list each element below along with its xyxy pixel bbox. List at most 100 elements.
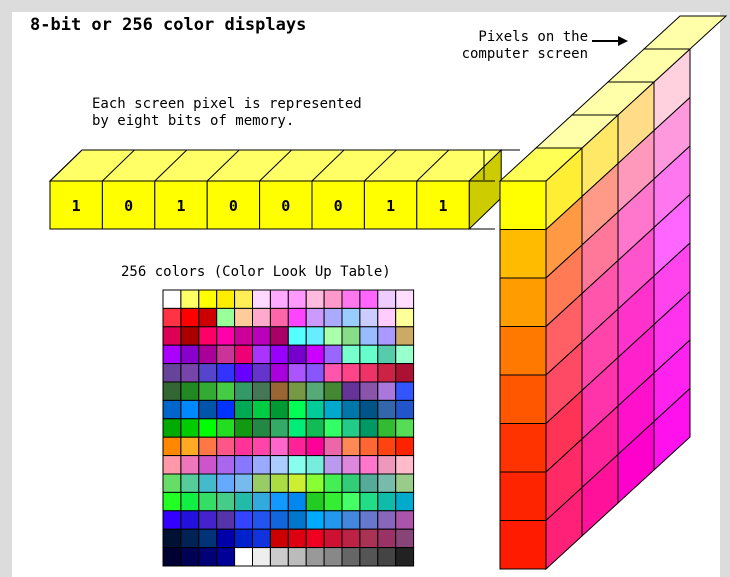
clut-cell: [253, 492, 271, 510]
clut-cell: [306, 474, 324, 492]
clut-cell: [342, 290, 360, 308]
clut-cell: [288, 511, 306, 529]
clut-cell: [288, 290, 306, 308]
clut-cell: [288, 400, 306, 418]
bit-value: 0: [229, 197, 238, 215]
clut-cell: [342, 492, 360, 510]
clut-cell: [199, 529, 217, 547]
clut-cell: [396, 290, 414, 308]
clut-cell: [378, 548, 396, 566]
clut-cell: [306, 345, 324, 363]
clut-cell: [253, 290, 271, 308]
clut-cell: [163, 437, 181, 455]
clut-cell: [199, 308, 217, 326]
screen-front-pixel: [500, 472, 546, 521]
clut-cell: [396, 437, 414, 455]
clut-cell: [342, 456, 360, 474]
clut-cell: [163, 548, 181, 566]
bits-label-line1: Each screen pixel is represented: [92, 96, 362, 112]
clut-cell: [217, 492, 235, 510]
clut-cell: [378, 492, 396, 510]
clut-cell: [217, 382, 235, 400]
pixels-label-line2: computer screen: [462, 46, 588, 62]
clut-cell: [253, 327, 271, 345]
screen-front-pixel: [500, 181, 546, 230]
clut-cell: [396, 511, 414, 529]
clut-cell: [163, 419, 181, 437]
bit-value: 1: [438, 197, 447, 215]
clut-cell: [270, 548, 288, 566]
bit-value: 1: [386, 197, 395, 215]
clut-cell: [270, 382, 288, 400]
clut-cell: [199, 327, 217, 345]
clut-cell: [324, 474, 342, 492]
clut-cell: [235, 511, 253, 529]
clut-cell: [306, 364, 324, 382]
clut-cell: [324, 400, 342, 418]
clut-cell: [235, 308, 253, 326]
clut-cell: [378, 308, 396, 326]
bit-value: 0: [281, 197, 290, 215]
clut-cell: [163, 327, 181, 345]
clut-cell: [342, 308, 360, 326]
clut-cell: [342, 511, 360, 529]
clut-cell: [235, 419, 253, 437]
clut-cell: [360, 345, 378, 363]
clut-cell: [199, 456, 217, 474]
clut-cell: [378, 290, 396, 308]
bits-label-line2: by eight bits of memory.: [92, 113, 294, 129]
clut-cell: [342, 364, 360, 382]
clut-cell: [217, 364, 235, 382]
screen-front-pixel: [500, 424, 546, 473]
clut-cell: [342, 437, 360, 455]
clut-cell: [396, 327, 414, 345]
screen-front-pixel: [500, 375, 546, 424]
bit-value: 1: [176, 197, 185, 215]
clut-cell: [163, 456, 181, 474]
clut-cell: [253, 437, 271, 455]
clut-cell: [396, 456, 414, 474]
clut-cell: [360, 548, 378, 566]
clut-cell: [253, 529, 271, 547]
clut-cell: [306, 529, 324, 547]
screen-front-pixel: [500, 521, 546, 570]
clut-cell: [163, 345, 181, 363]
clut-cell: [396, 548, 414, 566]
bit-value: 1: [72, 197, 81, 215]
clut-cell: [199, 474, 217, 492]
clut-cell: [360, 364, 378, 382]
clut-cell: [360, 437, 378, 455]
clut-cell: [324, 529, 342, 547]
clut-cell: [306, 511, 324, 529]
color-lookup-table: [163, 290, 414, 566]
clut-cell: [253, 345, 271, 363]
clut-cell: [181, 327, 199, 345]
clut-cell: [235, 400, 253, 418]
clut-cell: [324, 327, 342, 345]
clut-cell: [360, 327, 378, 345]
clut-cell: [396, 364, 414, 382]
clut-cell: [199, 345, 217, 363]
bit-value: 0: [124, 197, 133, 215]
clut-cell: [181, 308, 199, 326]
clut-cell: [360, 419, 378, 437]
clut-cell: [396, 400, 414, 418]
clut-cell: [360, 511, 378, 529]
clut-cell: [270, 364, 288, 382]
clut-cell: [324, 364, 342, 382]
clut-cell: [235, 327, 253, 345]
clut-cell: [360, 456, 378, 474]
clut-cell: [396, 474, 414, 492]
clut-cell: [253, 511, 271, 529]
clut-cell: [181, 400, 199, 418]
clut-cell: [235, 474, 253, 492]
clut-cell: [270, 400, 288, 418]
clut-cell: [288, 437, 306, 455]
clut-cell: [235, 382, 253, 400]
screen-front-pixel: [500, 327, 546, 376]
clut-cell: [163, 529, 181, 547]
page-title: 8-bit or 256 color displays: [30, 15, 306, 35]
